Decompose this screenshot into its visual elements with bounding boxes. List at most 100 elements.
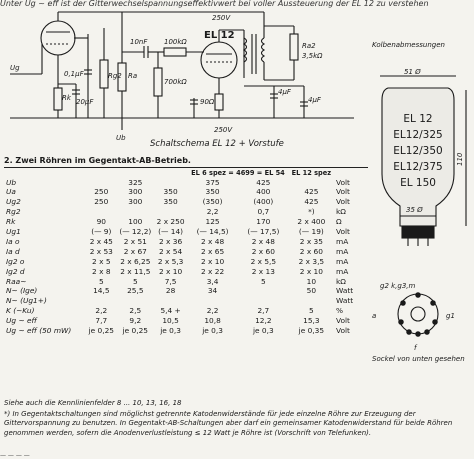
- table-cell: [187, 296, 238, 306]
- table-cell: 350: [205, 187, 220, 197]
- label-r700k: 700kΩ: [164, 78, 187, 86]
- table-cell: 170: [256, 217, 271, 227]
- section-title: 2. Zwei Röhren im Gegentakt-AB-Betrieb.: [4, 156, 191, 165]
- table-cell: 2 x 6,25: [120, 256, 151, 266]
- table-row: Rk 90 100 2 x 250 125 170 2 x 400 Ω: [4, 217, 368, 227]
- label-4uf-b: 4µF: [308, 96, 322, 104]
- socket-caption: Sockel von unten gesehen: [372, 355, 465, 363]
- table-cell: *): [308, 207, 315, 217]
- tube-dim-height: 110: [456, 152, 464, 166]
- table-row-unit: mA: [336, 256, 349, 266]
- label-4uf-a: 4µF: [278, 88, 292, 96]
- top-caption-text: Unter Ug ~ eff ist der Gitterwechselspan…: [0, 0, 429, 8]
- bottom-strip-text: — — — —: [0, 452, 30, 459]
- notes-reference: Siehe auch die Kennlinienfelder 8 ... 10…: [4, 399, 182, 407]
- table-cell: je 0,3: [160, 326, 181, 336]
- table-cell: (— 14): [158, 227, 184, 237]
- table-cell: 90: [96, 217, 106, 227]
- table-row-unit: Watt: [336, 296, 354, 306]
- table-cell: je 0,3: [252, 326, 274, 336]
- el12-tube-symbol: [200, 41, 238, 79]
- table-cell: 2 x 13: [251, 266, 275, 276]
- table-cell: 10,5: [162, 316, 179, 326]
- table-row-unit: Watt: [336, 286, 354, 296]
- table-cell: 2 x 3,5: [298, 256, 325, 266]
- table-header-cell: [117, 169, 154, 178]
- label-r100k: 100kΩ: [164, 38, 187, 46]
- table-cell: 2 x 400: [297, 217, 326, 227]
- table-cell: [289, 296, 334, 306]
- table-cell: 100: [128, 217, 143, 227]
- table-cell: 125: [205, 217, 220, 227]
- label-250v-top: 250V: [212, 14, 231, 22]
- table-header-row: EL 6 spez = 4699 = EL 54 EL 12 spez: [4, 169, 368, 178]
- table-row-unit: kΩ: [336, 207, 346, 217]
- table-cell: 50: [306, 286, 317, 296]
- table-cell: (400): [253, 197, 274, 207]
- table-cell: 2,2: [95, 306, 108, 316]
- table-cell: [117, 207, 154, 217]
- table-row-unit: mA: [336, 236, 349, 246]
- table-cell: 2 x 10: [159, 266, 183, 276]
- table-cell: 28: [165, 286, 176, 296]
- label-ug: Ug: [10, 64, 20, 72]
- table-cell: 400: [256, 187, 271, 197]
- table-cell: 2,7: [257, 306, 270, 316]
- tube-line-2: EL12/325: [393, 129, 442, 141]
- table-row-unit: Volt: [336, 227, 350, 237]
- table-cell: (— 14,5): [196, 227, 229, 237]
- table-cell: [86, 207, 117, 217]
- table-cell: 2,2: [206, 207, 219, 217]
- table-cell: 2 x 54: [159, 246, 183, 256]
- table-cell: je 0,25: [122, 326, 148, 336]
- table-cell: je 0,3: [202, 326, 223, 336]
- table-cell: (— 17,5): [247, 227, 280, 237]
- table-cell: 2 x 10: [200, 256, 225, 266]
- label-r35k: 3,5kΩ: [302, 52, 323, 60]
- table-cell: 7,7: [95, 316, 108, 326]
- table-row-symbol: Rk: [6, 217, 16, 227]
- table-header-cell: EL 12 spez: [291, 169, 332, 177]
- table-cell: 2 x 5,5: [250, 256, 277, 266]
- table-cell: 2 x 8: [92, 266, 111, 276]
- tube-dimensions-title: Kolbenabmessungen: [372, 41, 445, 49]
- table-cell: 14,5: [93, 286, 110, 296]
- table-row-unit: Volt: [336, 187, 350, 197]
- table-cell: 250: [94, 187, 109, 197]
- table-cell: 3,4: [206, 276, 219, 286]
- table-row-unit: Volt: [336, 316, 350, 326]
- table-cell: (— 9): [91, 227, 112, 237]
- table-row-unit: Ω: [336, 217, 342, 227]
- table-row: Ug1(— 9)(— 12,2)(— 14)(— 14,5)(— 17,5)(—…: [4, 227, 368, 237]
- table-cell: 15,3: [303, 316, 320, 326]
- table-cell: [86, 178, 117, 188]
- table-cell: 34: [207, 286, 218, 296]
- table-cell: [154, 178, 187, 188]
- table-cell: 2 x 250: [156, 217, 185, 227]
- tube-outline-drawing: 51 Ø 110 35 Ø g2 k,g3,m a g1 f EL 12 EL1…: [372, 68, 467, 352]
- label-rk: Rk: [62, 94, 72, 102]
- table-cell: 5: [309, 306, 314, 316]
- table-row: N~ (Ug1+)Watt: [4, 296, 368, 306]
- table-cell: 2 x 5: [92, 256, 111, 266]
- table-row-symbol: Ia o: [6, 236, 20, 246]
- tube-line-3: EL12/350: [393, 145, 442, 157]
- label-ra2: Ra2: [302, 42, 316, 50]
- table-cell: [154, 207, 187, 217]
- table-row-unit: mA: [336, 266, 349, 276]
- table-cell: 2 x 36: [159, 236, 183, 246]
- table-row-symbol: Ia d: [6, 246, 20, 256]
- table-cell: 350: [163, 187, 178, 197]
- table-cell: [238, 296, 289, 306]
- table-cell: 2 x 35: [299, 236, 323, 246]
- table-cell: 2 x 22: [200, 266, 225, 276]
- table-cell: 10: [306, 276, 317, 286]
- table-cell: [154, 296, 187, 306]
- table-cell: 7,5: [164, 276, 177, 286]
